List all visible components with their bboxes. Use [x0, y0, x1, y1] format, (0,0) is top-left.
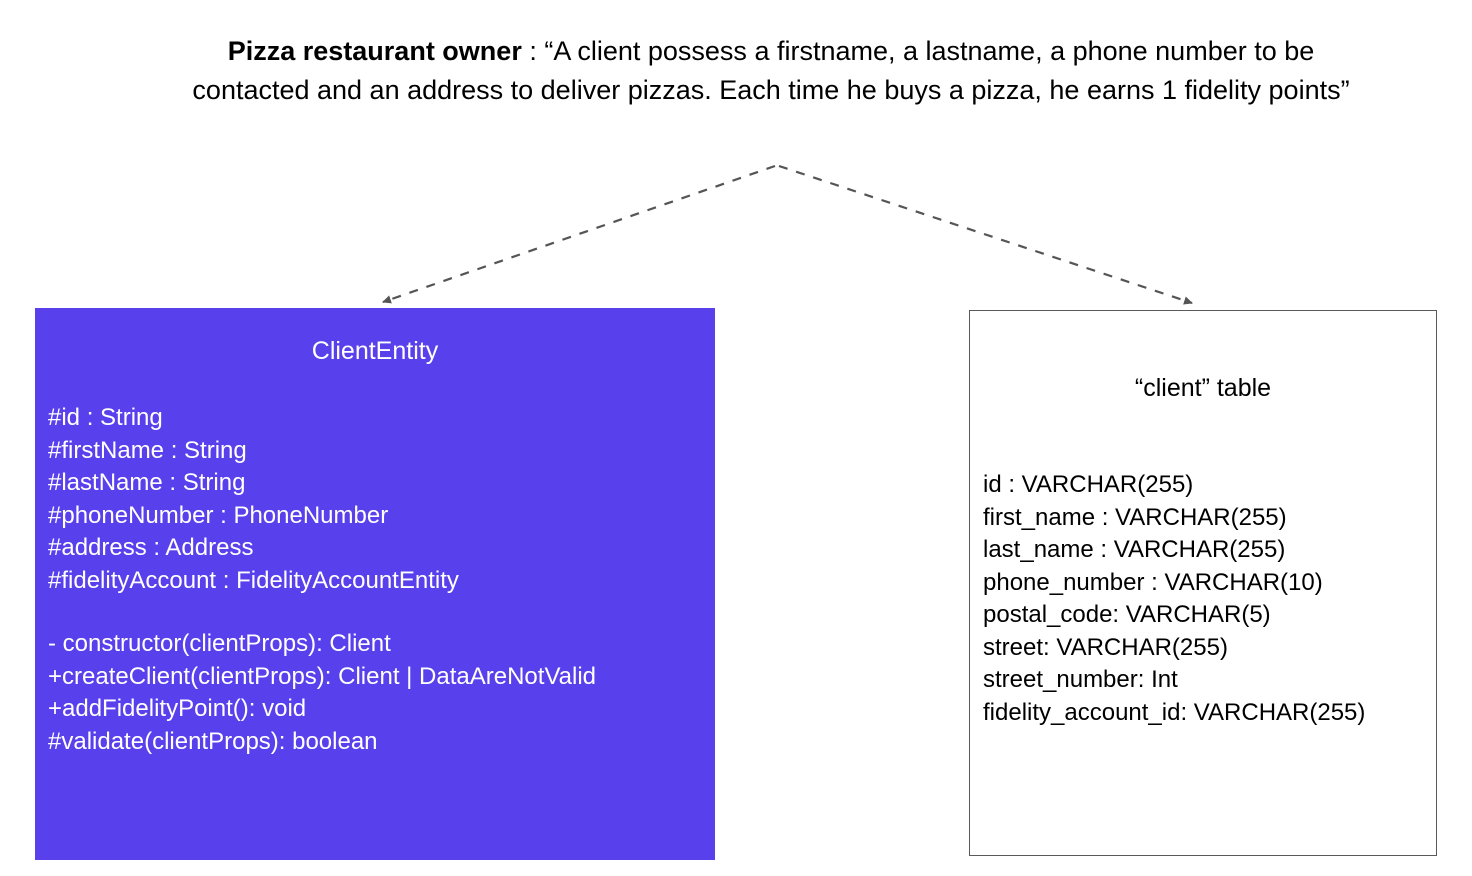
entity-method: - constructor(clientProps): Client — [48, 630, 391, 657]
table-column: first_name : VARCHAR(255) — [983, 503, 1287, 531]
table-column-list: id : VARCHAR(255) first_name : VARCHAR(2… — [983, 469, 1365, 729]
table-column: last_name : VARCHAR(255) — [983, 536, 1286, 563]
dashed-arrow-to-table — [778, 164, 1193, 305]
client-table-box[interactable]: “client” table id : VARCHAR(255) first_n… — [969, 310, 1437, 856]
entity-method: +addFidelityPoint(): void — [48, 695, 307, 722]
entity-attribute: #lastName : String — [48, 469, 246, 496]
entity-attribute: #id : String — [48, 404, 163, 431]
entity-attribute: #address : Address — [48, 534, 254, 561]
entity-attribute: #fidelityAccount : FidelityAccountEntity — [48, 566, 459, 594]
statement-separator: : — [521, 36, 545, 66]
table-column: postal_code: VARCHAR(5) — [983, 601, 1271, 628]
entity-title: ClientEntity — [311, 337, 439, 365]
entity-attribute-list: #id : String #firstName : String #lastNa… — [48, 402, 459, 597]
table-column: street_number: Int — [983, 666, 1178, 693]
statement-quote: “A client possess a firstname, a lastnam… — [192, 36, 1350, 105]
entity-method: #validate(clientProps): boolean — [48, 727, 378, 755]
statement-speaker: Pizza restaurant owner — [227, 36, 522, 66]
table-column: id : VARCHAR(255) — [983, 471, 1194, 498]
dashed-arrow-to-entity — [382, 164, 776, 304]
table-title: “client” table — [1134, 374, 1272, 402]
entity-method-list: - constructor(clientProps): Client +crea… — [48, 628, 596, 758]
requirement-statement: Pizza restaurant owner : “A client posse… — [178, 32, 1364, 110]
entity-method: +createClient(clientProps): Client | Dat… — [48, 662, 597, 690]
entity-attribute: #phoneNumber : PhoneNumber — [48, 501, 389, 529]
table-column: street: VARCHAR(255) — [983, 633, 1228, 661]
client-entity-class-box[interactable]: ClientEntity #id : String #firstName : S… — [35, 308, 715, 860]
table-column: fidelity_account_id: VARCHAR(255) — [983, 698, 1366, 726]
table-column: phone_number : VARCHAR(10) — [983, 568, 1323, 596]
entity-attribute: #firstName : String — [48, 436, 247, 464]
